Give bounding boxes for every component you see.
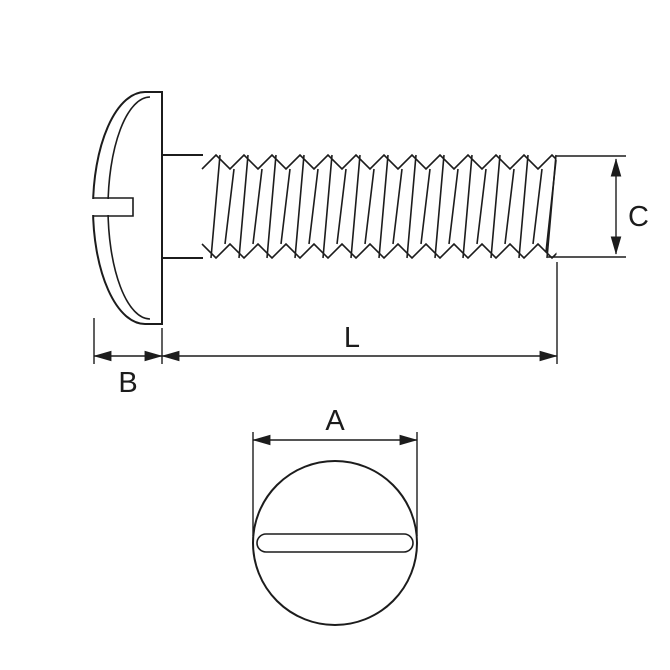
head-top-view: A xyxy=(252,405,418,626)
label-b: B xyxy=(118,367,137,399)
slot-notch-mask xyxy=(92,199,132,215)
screw-threads xyxy=(201,153,557,260)
thread-end-chamfer xyxy=(545,159,557,253)
head-slot xyxy=(93,197,134,217)
thread-crests xyxy=(210,154,557,259)
dimension-c xyxy=(548,155,626,258)
label-a: A xyxy=(325,405,345,437)
thread-bottom-edge xyxy=(201,242,557,260)
dimension-b xyxy=(93,318,163,364)
thread-top-edge xyxy=(201,153,557,171)
label-c: C xyxy=(628,201,649,233)
dimension-a xyxy=(252,432,418,536)
side-view: C L B xyxy=(92,91,649,399)
slot-top-view xyxy=(256,533,414,553)
label-l: L xyxy=(344,322,360,354)
screw-shank xyxy=(162,154,203,259)
screw-head xyxy=(92,91,163,325)
